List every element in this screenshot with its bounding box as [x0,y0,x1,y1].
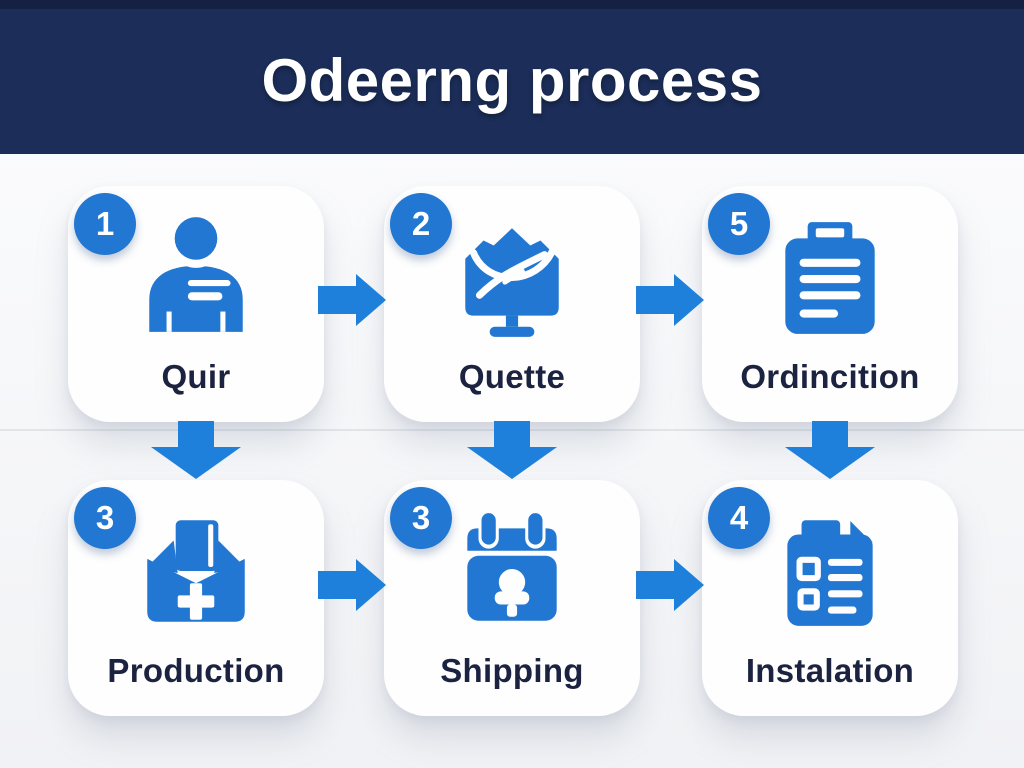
arrow-right-icon [636,274,704,331]
step-label: Quette [458,358,566,395]
clipboard-icon [765,212,895,342]
arrow-right-icon [318,559,386,616]
step-label: Instalation [745,652,915,689]
step-label: Production [107,652,285,689]
step-card-5: 3 Shipping [384,480,640,716]
step-label: Ordincition [740,358,920,395]
step-card-2: 2 Quette [384,186,640,422]
header-top-strip [0,0,1024,9]
arrow-down-icon [151,421,241,484]
checklist-icon [765,506,895,636]
header-band: Odeerng process [0,0,1024,154]
step-label: Shipping [440,652,584,689]
step-number-badge: 1 [74,193,136,255]
arrow-down-icon [785,421,875,484]
step-number-badge: 2 [390,193,452,255]
arrow-right-icon [636,559,704,616]
arrow-right-icon [318,274,386,331]
step-card-6: 4 Instalation [702,480,958,716]
calendar-icon [447,506,577,636]
step-number-badge: 3 [74,487,136,549]
arrow-down-icon [467,421,557,484]
step-number-badge: 5 [708,193,770,255]
step-card-4: 3 Production [68,480,324,716]
open-box-icon [131,506,261,636]
step-number-badge: 4 [708,487,770,549]
step-number-badge: 3 [390,487,452,549]
page-title: Odeerng process [261,46,763,114]
monitor-headset-icon [447,212,577,342]
step-card-3: 5 Ordincition [702,186,958,422]
step-label: Quir [161,358,231,395]
person-icon [131,212,261,342]
step-card-1: 1 Quir [68,186,324,422]
